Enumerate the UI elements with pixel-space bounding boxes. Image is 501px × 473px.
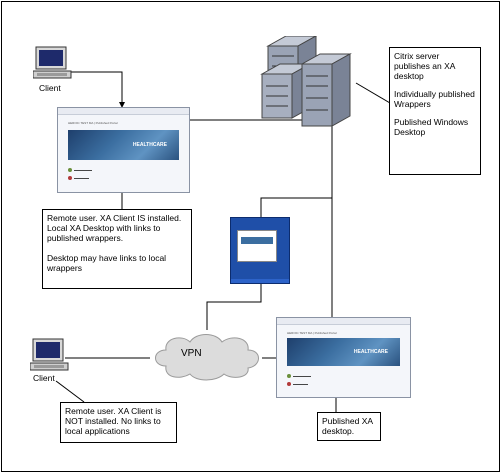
- screenshot-brand: HEALTHCARE: [353, 349, 388, 355]
- client-computer-icon: [30, 338, 69, 371]
- published-app-item: ▬▬▬▬▬: [68, 176, 89, 181]
- leader-bottom-client-note: [55, 380, 85, 403]
- local-desktop-thumbnail: [230, 217, 290, 284]
- leader-server-note: [355, 82, 391, 104]
- remote-installed-line-2: Desktop may have links to local wrappers: [47, 253, 167, 273]
- screenshot-title-text: HEROIC TEST MA | Published Portal: [68, 121, 118, 125]
- remote-installed-line-1: Remote user. XA Client IS installed. Loc…: [47, 213, 182, 243]
- client-label-top: Client: [39, 83, 61, 93]
- connector-client-top-to-desktop: [71, 71, 125, 108]
- server-note-line-1: Citrix server publishes an XA desktop: [394, 51, 455, 81]
- local-desktop-window: [237, 230, 277, 262]
- vpn-label: VPN: [181, 348, 202, 359]
- published-xa-note: Published XA desktop.: [317, 412, 381, 441]
- connector-small-desktop-to-server: [260, 197, 332, 217]
- local-desktop-taskbar: [231, 279, 289, 283]
- screenshot-banner: HEALTHCARE: [287, 338, 400, 366]
- server-note-line-2: Individually published Wrappers: [394, 89, 475, 109]
- screenshot-banner: HEALTHCARE: [68, 130, 179, 160]
- screenshot-titlebar: [58, 108, 189, 115]
- published-app-item: ▬▬▬▬▬▬: [287, 374, 311, 379]
- remote-not-installed-text: Remote user. XA Client is NOT installed.…: [65, 406, 162, 436]
- screenshot-brand: HEALTHCARE: [132, 142, 167, 148]
- screenshot-titlebar: [277, 318, 410, 325]
- remote-user-not-installed-note: Remote user. XA Client is NOT installed.…: [60, 402, 177, 443]
- client-computer-icon: [33, 46, 72, 79]
- server-cluster-icon: [260, 36, 352, 127]
- xa-desktop-screenshot-bottom: HEROIC TEST MA | Published Portal HEALTH…: [276, 317, 411, 398]
- published-app-item: ▬▬▬▬▬: [287, 382, 308, 387]
- connector-vpn-to-small-desktop: [206, 284, 262, 330]
- server-note-line-3: Published Windows Desktop: [394, 117, 469, 137]
- screenshot-title-text: HEROIC TEST MA | Published Portal: [287, 331, 337, 335]
- server-note: Citrix server publishes an XA desktop In…: [389, 47, 481, 175]
- xa-desktop-screenshot-top: HEROIC TEST MA | Published Portal HEALTH…: [57, 107, 190, 193]
- published-app-item: ▬▬▬▬▬▬: [68, 168, 92, 173]
- remote-user-installed-note: Remote user. XA Client IS installed. Loc…: [42, 209, 192, 289]
- published-xa-text: Published XA desktop.: [322, 416, 373, 436]
- vpn-cloud-icon: [155, 334, 259, 381]
- client-label-bottom: Client: [33, 373, 55, 383]
